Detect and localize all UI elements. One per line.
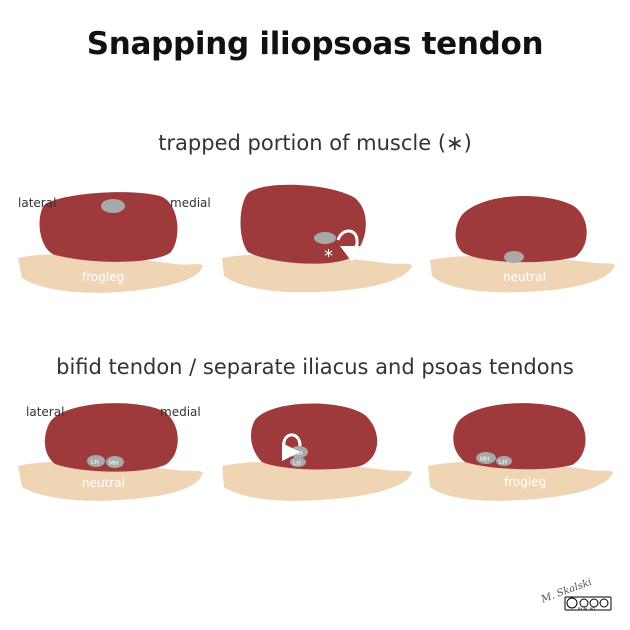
section-heading-trapped-muscle: trapped portion of muscle (∗): [158, 131, 472, 155]
page-title: Snapping iliopsoas tendon: [86, 26, 544, 62]
panel-trapped-frogleg: lateral medial frogleg: [18, 192, 211, 293]
nd-icon: [599, 598, 609, 608]
panel-bifid-neutral: LH MH lateral medial neutral: [18, 403, 203, 501]
label-medial: medial: [170, 196, 211, 210]
by-icon: [579, 598, 589, 608]
snap-arrow-icon: [281, 433, 302, 461]
label-frogleg: frogleg: [504, 475, 546, 489]
asterisk-marker: *: [324, 246, 333, 267]
section-heading-bifid-tendon: bifid tendon / separate iliacus and psoa…: [56, 355, 574, 379]
label-neutral: neutral: [503, 270, 546, 284]
muscle-shape: [455, 195, 587, 263]
muscle-shape: [453, 403, 586, 470]
muscle-shape: [240, 184, 366, 264]
tendon-mh-shape: [476, 452, 496, 464]
label-lateral: lateral: [26, 405, 64, 419]
muscle-shape: [44, 403, 178, 472]
label-frogleg: frogleg: [82, 270, 124, 284]
panel-bifid-transition: MH LH: [222, 403, 412, 501]
license-text: BY NC ND: [578, 607, 595, 611]
license-badge: BY NC ND: [564, 596, 612, 611]
tendon-mh-label: MH: [293, 450, 303, 457]
bone-shape: [18, 254, 203, 293]
cc-icon: [566, 597, 578, 609]
tendon-shape: [314, 232, 336, 244]
panel-trapped-neutral: neutral: [430, 195, 615, 293]
tendon-lh-shape: [496, 456, 512, 466]
label-neutral: neutral: [82, 476, 125, 490]
tendon-shape: [504, 251, 524, 263]
tendon-lh-shape: [87, 455, 105, 467]
bone-shape: [428, 461, 613, 501]
tendon-mh-label: MH: [480, 456, 490, 463]
tendon-shape: [101, 199, 125, 213]
label-lateral: lateral: [18, 196, 56, 210]
tendon-lh-label: LH: [91, 459, 99, 466]
label-medial: medial: [160, 405, 201, 419]
tendon-mh-shape: [106, 456, 124, 468]
bone-shape: [430, 255, 615, 293]
panel-bifid-frogleg: MH LH frogleg: [428, 403, 613, 501]
panel-trapped-transition: *: [222, 184, 412, 293]
tendon-mh-label: MH: [109, 460, 119, 467]
bone-shape: [18, 461, 203, 501]
nc-icon: [589, 598, 599, 608]
muscle-shape: [250, 403, 378, 470]
bone-shape: [222, 254, 412, 293]
snap-arrow-icon: [336, 229, 361, 263]
tendon-lh-label: LH: [293, 460, 301, 467]
muscle-shape: [39, 192, 178, 262]
tendon-lh-label: LH: [499, 459, 507, 466]
bone-shape: [222, 461, 412, 501]
